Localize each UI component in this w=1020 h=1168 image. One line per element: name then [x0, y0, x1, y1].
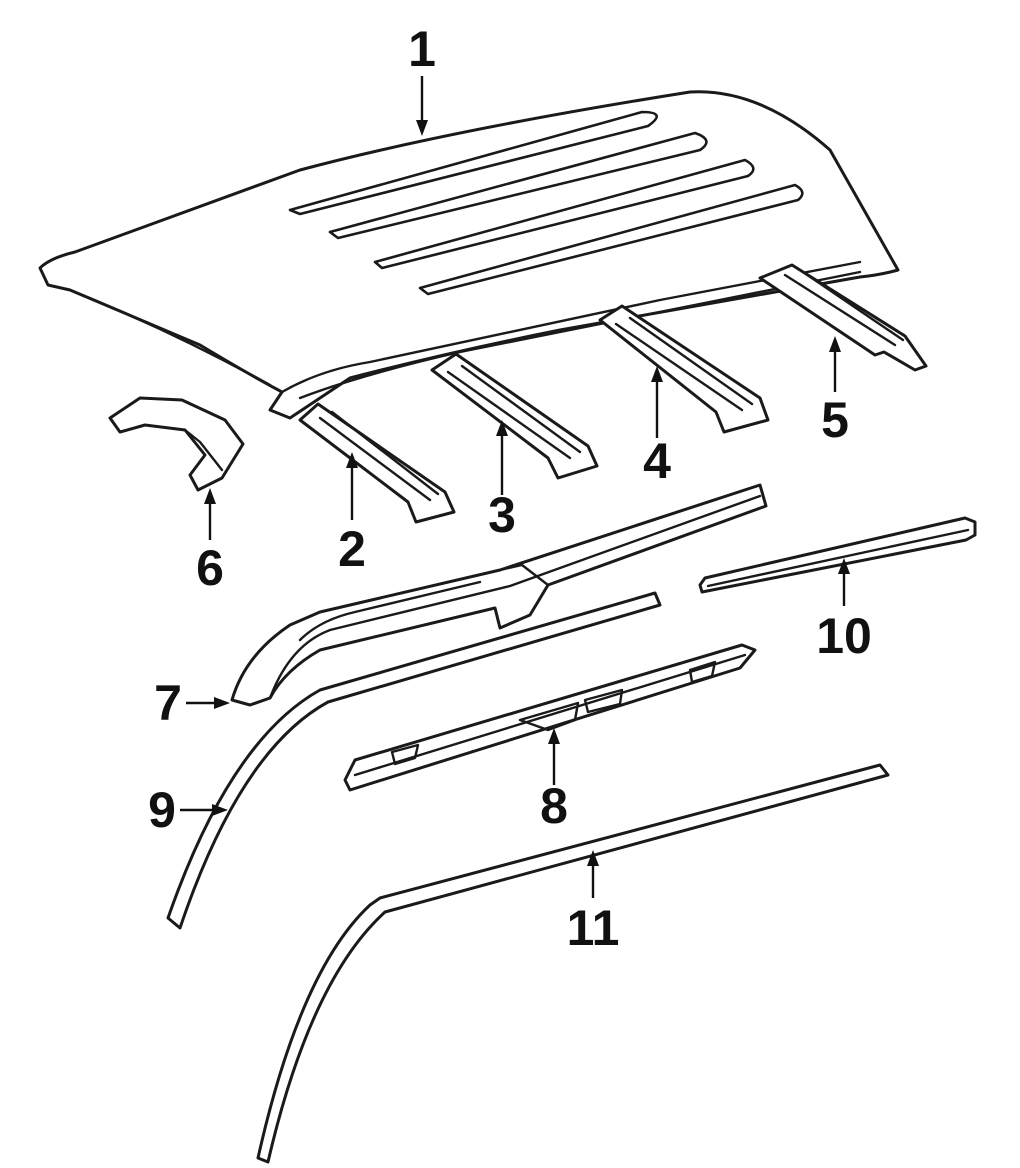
part-roof-panel: [38, 90, 900, 420]
part-bracket-6: [108, 396, 245, 492]
part-roof-bow-2: [298, 402, 456, 524]
callout-10: 10: [816, 608, 872, 664]
callout-4: 4: [643, 433, 671, 489]
callout-6: 6: [196, 540, 224, 596]
part-rear-rail-10: [698, 516, 977, 594]
part-molding-11: [256, 763, 890, 1164]
part-side-roof-rail-7: [230, 483, 768, 707]
callout-8: 8: [540, 778, 568, 834]
callout-labels: 1 2 3 4 5 6 7 8 9 10 11: [148, 21, 872, 956]
callout-9: 9: [148, 782, 176, 838]
leader-lines: [180, 76, 850, 898]
callout-5: 5: [821, 392, 849, 448]
part-roof-bow-5: [758, 263, 928, 372]
callout-7: 7: [154, 675, 182, 731]
part-roof-bow-3: [430, 352, 599, 480]
callout-1: 1: [408, 21, 436, 77]
callout-2: 2: [338, 521, 366, 577]
part-roof-bow-4: [598, 304, 770, 434]
part-inner-rail-8: [343, 643, 757, 792]
callout-11: 11: [567, 900, 620, 956]
callout-3: 3: [488, 487, 516, 543]
